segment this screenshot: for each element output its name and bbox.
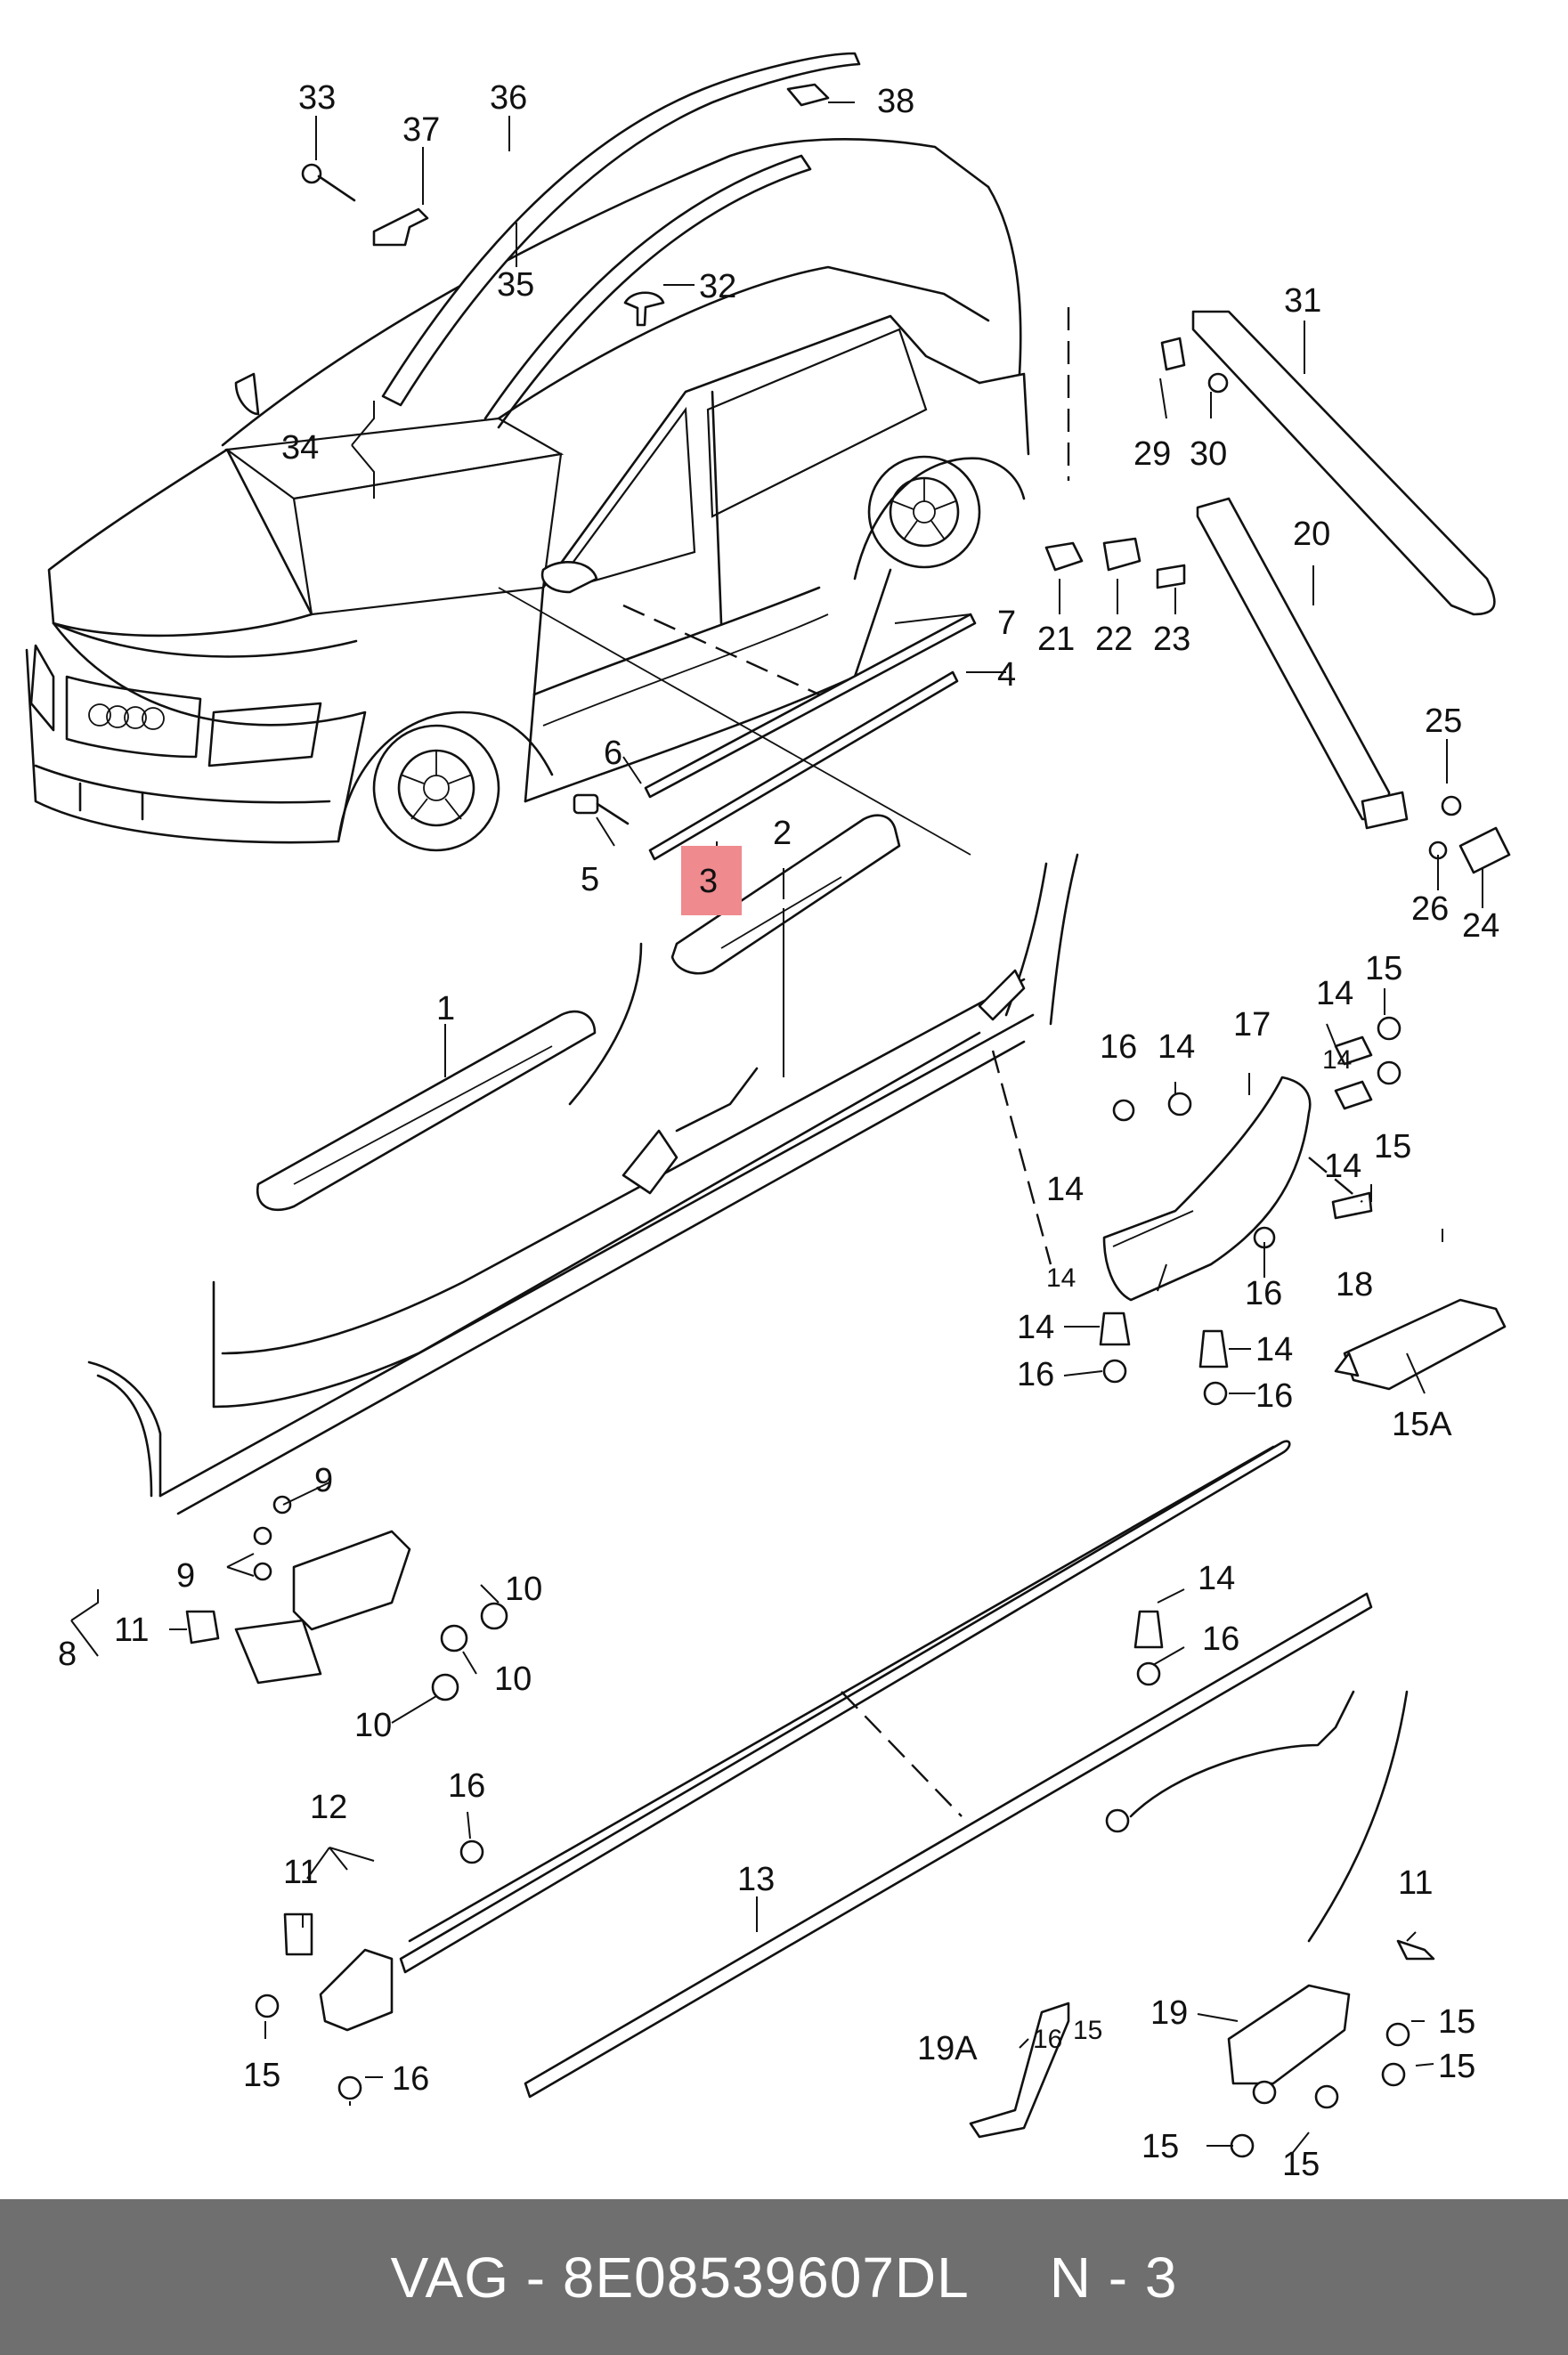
roof-rails bbox=[381, 52, 861, 429]
callout-15-b: 15 bbox=[1374, 1128, 1411, 1165]
callout-15-d: 15 bbox=[1438, 2048, 1475, 2085]
callout-2: 2 bbox=[773, 815, 792, 852]
callout-37: 37 bbox=[402, 111, 440, 149]
callout-3: 3 bbox=[699, 863, 718, 900]
part-38-cap bbox=[786, 83, 830, 107]
body-side-panel bbox=[87, 853, 1079, 1515]
callout-21: 21 bbox=[1037, 621, 1075, 658]
callout-1: 1 bbox=[436, 990, 455, 1027]
part-19A-bracket bbox=[969, 2002, 1070, 2139]
page-reference: N - 3 bbox=[1049, 2245, 1178, 2310]
callout-15-a: 15 bbox=[1365, 950, 1402, 987]
part-24-cap bbox=[1458, 826, 1511, 874]
callout-36: 33 bbox=[298, 79, 336, 117]
part-36-rivet bbox=[301, 163, 356, 202]
bracket-assembly-8 bbox=[185, 1495, 508, 1701]
callout-19: 19 bbox=[1150, 1994, 1188, 2032]
callout-33: 34 bbox=[281, 429, 319, 467]
callout-9-a: 9 bbox=[314, 1462, 333, 1499]
callout-24: 24 bbox=[1462, 907, 1499, 945]
part-32-clip bbox=[623, 291, 665, 327]
dashed-guide-3 bbox=[1308, 1157, 1363, 1203]
callout-7: 7 bbox=[997, 605, 1016, 642]
callout-25: 25 bbox=[1425, 702, 1462, 740]
callout-35: 36 bbox=[490, 79, 527, 117]
part-15A-tube bbox=[1343, 1298, 1507, 1391]
callout-16-c: 16 bbox=[1017, 1356, 1054, 1393]
parts-diagram: 33 37 36 38 35 32 34 31 29 30 20 21 22 2… bbox=[25, 52, 1511, 2183]
part-1-sill-trim bbox=[256, 1010, 597, 1212]
callout-14-a: 14 bbox=[1316, 975, 1353, 1012]
callout-16-d: 16 bbox=[1255, 1377, 1293, 1415]
callout-16-a: 16 bbox=[1100, 1028, 1137, 1066]
callout-15-e: 15 bbox=[243, 2057, 280, 2094]
part-37-bracket bbox=[372, 207, 429, 247]
part-31-strip bbox=[1191, 310, 1496, 616]
callout-26: 26 bbox=[1411, 890, 1449, 928]
callout-17: 17 bbox=[1233, 1006, 1271, 1044]
callout-15-g: 15 bbox=[1282, 2146, 1320, 2183]
callout-32: 32 bbox=[699, 268, 736, 305]
callout-10-a: 10 bbox=[505, 1571, 542, 1608]
callout-16-h: 16 bbox=[1033, 2025, 1062, 2054]
callout-8: 8 bbox=[58, 1636, 77, 1673]
callout-15-c: 15 bbox=[1438, 2003, 1475, 2041]
part-5-screw bbox=[573, 793, 630, 825]
callout-16-f: 16 bbox=[448, 1767, 485, 1805]
callout-9-b: 9 bbox=[176, 1557, 195, 1595]
callout-34: 35 bbox=[497, 266, 534, 304]
dashed-guide-2 bbox=[991, 1050, 1052, 1265]
callout-highlight bbox=[681, 846, 742, 915]
callout-30: 30 bbox=[1190, 435, 1227, 473]
callout-15-f: 15 bbox=[1141, 2128, 1179, 2165]
callout-18: 18 bbox=[1336, 1266, 1373, 1303]
dashed-guide-4 bbox=[841, 1691, 963, 1817]
small-clips bbox=[1044, 337, 1229, 589]
callout-10-b: 10 bbox=[494, 1661, 532, 1698]
screws-upper-right bbox=[1331, 1016, 1401, 1220]
callout-14-c: 14 bbox=[1324, 1148, 1361, 1185]
car-illustration bbox=[25, 137, 1030, 852]
callout-14-g: 14 bbox=[1198, 1560, 1235, 1597]
callout-14-f: 14 bbox=[1255, 1331, 1293, 1368]
callout-15-h: 15 bbox=[1073, 2016, 1102, 2045]
callout-22: 22 bbox=[1095, 621, 1133, 658]
part-2-sill-trim bbox=[670, 814, 901, 975]
callout-14-h: 14 bbox=[1046, 1263, 1076, 1293]
callout-11-c: 11 bbox=[1398, 1864, 1433, 1902]
callout-19A: 19A bbox=[917, 2030, 978, 2067]
callout-15A: 15A bbox=[1392, 1406, 1452, 1443]
callout-14-b: 14 bbox=[1158, 1028, 1195, 1066]
callout-13: 13 bbox=[737, 1861, 775, 1898]
callout-16-e: 16 bbox=[1202, 1620, 1239, 1658]
door-moulding-strips bbox=[498, 587, 977, 861]
callout-16-g: 16 bbox=[392, 2060, 429, 2098]
callout-38: 38 bbox=[877, 83, 914, 120]
part-12-endcap bbox=[255, 1839, 484, 2100]
callout-16-b: 16 bbox=[1245, 1275, 1282, 1312]
footer-bar: VAG - 8E08539607DL N - 3 bbox=[0, 2199, 1568, 2355]
callout-11-b: 11 bbox=[283, 1854, 318, 1891]
callout-10-c: 10 bbox=[354, 1707, 392, 1744]
callout-29: 29 bbox=[1133, 435, 1171, 473]
callout-14-e: 14 bbox=[1017, 1309, 1054, 1346]
callout-12: 12 bbox=[310, 1789, 347, 1826]
callout-20: 20 bbox=[1293, 516, 1330, 553]
callout-31: 31 bbox=[1284, 282, 1321, 320]
rocker-panel bbox=[399, 1440, 1373, 2099]
part-19-bracket bbox=[1227, 1984, 1351, 2085]
part-number: VAG - 8E08539607DL bbox=[390, 2245, 970, 2310]
part-17-splash-guard bbox=[1102, 1076, 1312, 1302]
callout-14-d: 14 bbox=[1046, 1171, 1084, 1208]
callout-5: 5 bbox=[581, 861, 599, 898]
leader-lines bbox=[70, 102, 1483, 2156]
callout-23: 23 bbox=[1153, 621, 1190, 658]
callout-14-i: 14 bbox=[1322, 1045, 1352, 1075]
callout-6: 6 bbox=[604, 735, 622, 772]
callout-labels: 33 37 36 38 35 32 34 31 29 30 20 21 22 2… bbox=[58, 79, 1499, 2183]
callout-11-a: 11 bbox=[114, 1612, 149, 1649]
rivet-group bbox=[1099, 1092, 1276, 1833]
callout-4: 4 bbox=[997, 656, 1016, 694]
